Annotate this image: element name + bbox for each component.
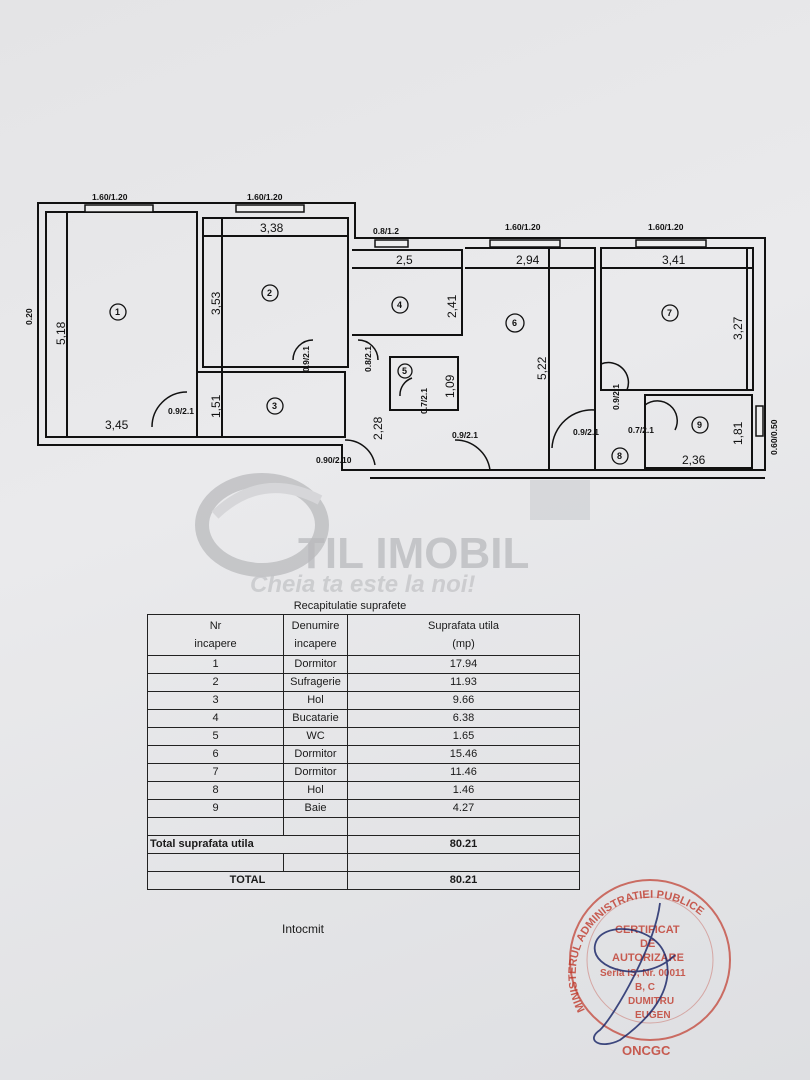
room-number: 9 <box>697 420 702 430</box>
windows <box>84 204 764 437</box>
table-row <box>147 817 580 836</box>
dimension: 2,36 <box>682 453 706 467</box>
room-number: 5 <box>402 366 407 376</box>
stamp-line: EUGEN <box>635 1010 671 1021</box>
room-markers <box>109 284 709 465</box>
total-label: TOTAL <box>147 871 348 890</box>
dimension: 1,81 <box>731 421 745 445</box>
prepared-by-label: Intocmit <box>282 922 325 936</box>
door-label: 0.9/2.1 <box>452 430 478 440</box>
header-area: Suprafata utila(mp) <box>347 614 580 656</box>
total-value: 80.21 <box>347 871 580 890</box>
dimension: 5,18 <box>54 321 68 345</box>
table-title: Recapitulatie suprafete <box>293 600 407 612</box>
window-label: 1.60/1.20 <box>92 192 128 202</box>
room-number: 1 <box>115 307 120 317</box>
dimension: 2,5 <box>396 253 413 267</box>
dimension: 5,22 <box>535 356 549 380</box>
door-label: 0.7/2.1 <box>628 425 654 435</box>
door-label: 0.9/2.1 <box>573 427 599 437</box>
window-label: 0.8/1.2 <box>373 226 399 236</box>
signature <box>593 902 676 1045</box>
watermark-slogan: Cheia ta este la noi! <box>250 571 475 598</box>
dimension: 3,38 <box>260 221 284 235</box>
stamp-line: DE <box>640 938 655 950</box>
cell-name: Bucatarie <box>283 709 348 728</box>
stamp-line: B, C <box>635 982 655 993</box>
door-arcs <box>151 339 678 471</box>
room-number: 3 <box>272 401 277 411</box>
door-label: 0.9/2.1 <box>168 406 194 416</box>
dimension: 1,51 <box>209 394 223 418</box>
stamp-bottom-text: ONCGC <box>622 1043 671 1058</box>
dimension: 2,28 <box>371 416 385 440</box>
stamp-line: DUMITRU <box>628 996 674 1007</box>
watermark-brand: TIL IMOBIL <box>298 529 529 578</box>
room-number: 6 <box>512 318 517 328</box>
dimension: 1,09 <box>443 374 457 398</box>
window-label: 1.60/1.20 <box>505 222 541 232</box>
dimension: 2,94 <box>516 253 540 267</box>
window-label: 0.60/0.50 <box>769 419 779 455</box>
window-label: 1.60/1.20 <box>648 222 684 232</box>
dimension: 0.20 <box>24 308 34 325</box>
stamp-line: AUTORIZARE <box>612 952 684 964</box>
dimension: 2,41 <box>445 294 459 318</box>
door-label: 0.9/2.1 <box>301 346 311 372</box>
door-label: 0.9/2.1 <box>611 384 621 410</box>
dimension: 3,27 <box>731 316 745 340</box>
door-label: 0.8/2.1 <box>363 346 373 372</box>
door-label: 0.90/2.10 <box>316 455 352 465</box>
window-label: 1.60/1.20 <box>247 192 283 202</box>
stamp-line: CERTIFICAT <box>615 924 680 936</box>
room-number: 4 <box>397 300 402 310</box>
stamp-line: Seria IS, Nr. 00011 <box>600 968 686 979</box>
door-label: 0.7/2.1 <box>419 388 429 414</box>
room-number: 2 <box>267 288 272 298</box>
dimension: 3,45 <box>105 418 129 432</box>
cell-name: Baie <box>283 799 348 818</box>
watermark-logo-icon <box>195 473 590 577</box>
room-number: 8 <box>617 451 622 461</box>
cell-name: WC <box>283 727 348 746</box>
dimension: 3,53 <box>209 291 223 315</box>
dimension: 3,41 <box>662 253 686 267</box>
room-number: 7 <box>667 308 672 318</box>
total-row: TOTAL 80.21 <box>147 871 580 890</box>
